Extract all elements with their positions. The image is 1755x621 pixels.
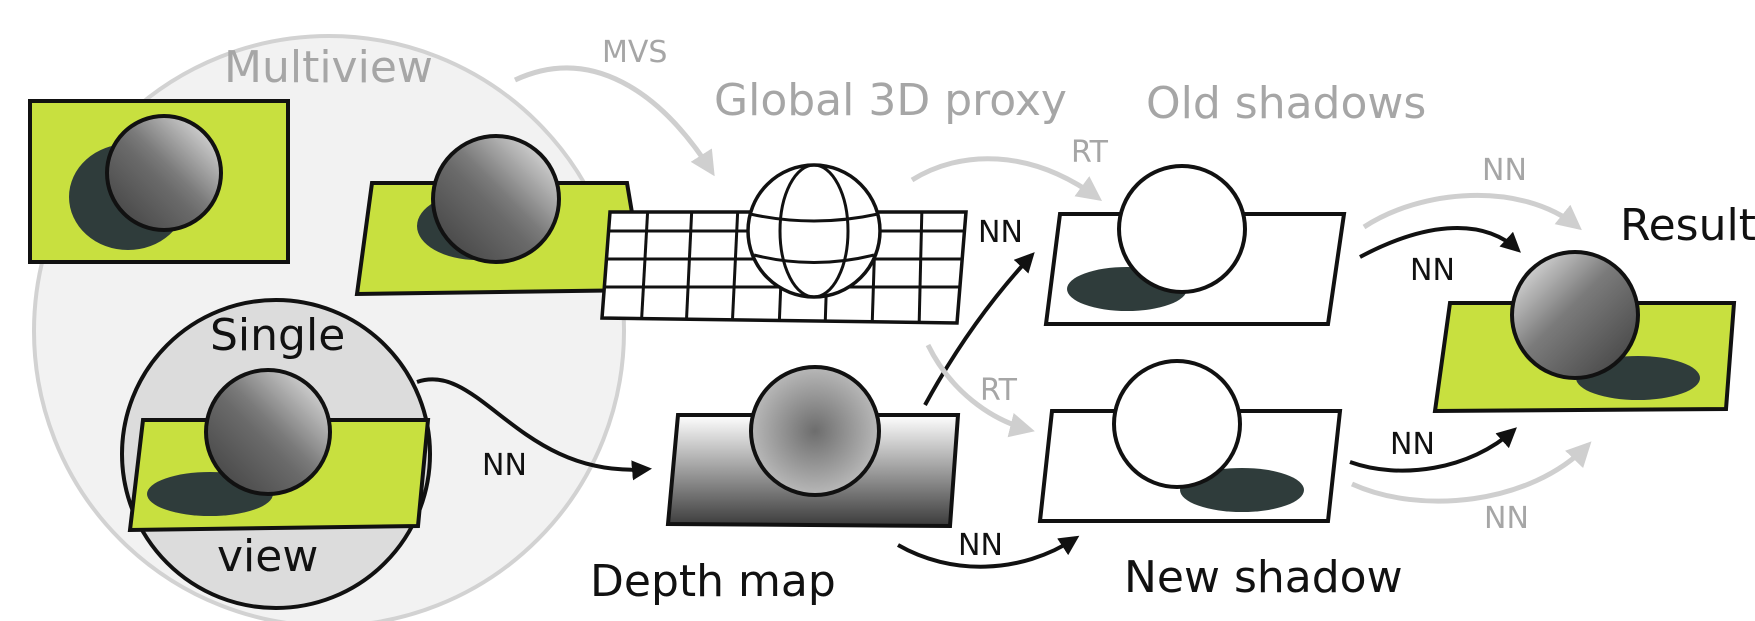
nn-label-old-to-result-black: NN	[1410, 253, 1455, 288]
depth-map-image	[665, 365, 961, 529]
mvs-arrow	[513, 65, 715, 177]
new-shadow-label: New shadow	[1124, 552, 1403, 603]
nn-arrow-depth-to-new	[897, 535, 1080, 569]
nn-label-depth-to-old: NN	[978, 215, 1023, 250]
nn-arrow-old-to-result-black	[1359, 225, 1521, 259]
global-proxy-mesh	[600, 163, 968, 325]
nn-label-single-to-depth: NN	[482, 448, 527, 483]
multiview-image-2	[354, 134, 648, 297]
nn-arrow-single-to-depth	[416, 377, 652, 481]
old-shadows-image	[1043, 164, 1347, 326]
multiview-label: Multiview	[224, 42, 433, 93]
single-label: Single	[210, 310, 345, 361]
old-shadows-label: Old shadows	[1146, 78, 1426, 129]
nn-arrow-new-to-result-black	[1349, 427, 1517, 473]
nn-arrow-depth-to-old	[923, 252, 1035, 406]
nn-label-depth-to-new: NN	[958, 528, 1003, 563]
result-label: Result	[1620, 200, 1755, 251]
nn-label-new-to-result-gray: NN	[1484, 501, 1529, 536]
rt-label-top: RT	[1071, 135, 1109, 170]
nn-label-old-to-result-gray: NN	[1482, 153, 1527, 188]
view-label: view	[217, 531, 318, 582]
global-proxy-label: Global 3D proxy	[714, 75, 1067, 126]
rt-arrow-top	[910, 156, 1103, 201]
new-shadow-image	[1037, 359, 1343, 523]
depth-map-label: Depth map	[590, 556, 836, 607]
nn-label-new-to-result-black: NN	[1390, 427, 1435, 462]
mvs-label: MVS	[602, 35, 667, 70]
rt-label-bottom: RT	[980, 373, 1018, 408]
nn-arrow-new-to-result-gray	[1350, 441, 1592, 504]
nn-arrow-old-to-result-gray	[1362, 193, 1582, 231]
rt-arrow-bottom	[925, 343, 1035, 438]
multiview-image-1	[28, 99, 290, 264]
result-image	[1432, 250, 1737, 414]
single-view-image	[127, 368, 431, 533]
